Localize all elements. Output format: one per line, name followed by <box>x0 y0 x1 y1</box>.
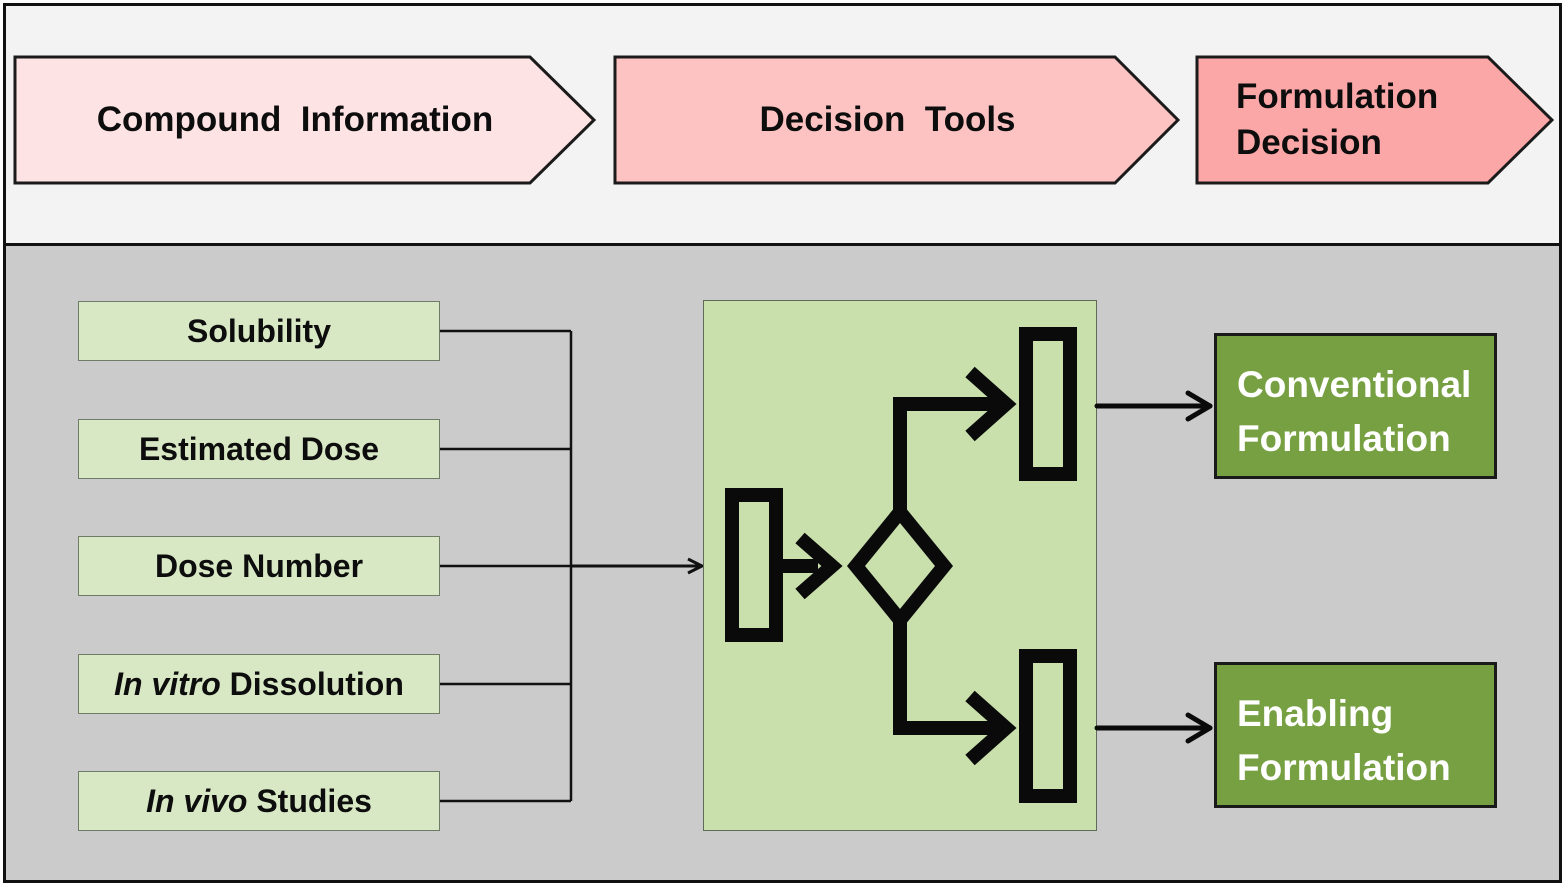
input-label-dose-number: Dose Number <box>79 537 439 595</box>
input-label-part: In vivo <box>146 782 248 819</box>
input-box-in-vitro: In vitro Dissolution <box>78 654 440 714</box>
stage-label-compound: Compound Information <box>96 100 494 139</box>
flowchart-top-block <box>1019 327 1077 481</box>
input-label-part: Dose Number <box>154 547 364 584</box>
flowchart-arrowhead-top <box>965 366 1017 442</box>
connector-to-tools-arrowhead <box>687 557 706 575</box>
output-arrow-conventional-head <box>1185 390 1213 422</box>
input-label-part: Dissolution <box>220 665 404 702</box>
input-label-part: Solubility <box>187 312 331 349</box>
stage-label-tools: Decision Tools <box>759 100 1016 139</box>
input-label-solubility: Solubility <box>79 302 439 360</box>
flowchart-bottom-connector <box>893 620 1006 735</box>
flowchart-bottom-block <box>1019 649 1077 803</box>
stage-arrow-tools <box>613 55 1181 185</box>
output-label-conventional: Conventional Formulation <box>1237 364 1472 459</box>
stage-arrow-decision <box>1195 55 1555 185</box>
input-box-in-vivo: In vivo Studies <box>78 771 440 831</box>
input-label-in-vitro: In vitro Dissolution <box>79 655 439 713</box>
output-label-enabling: Enabling Formulation <box>1237 693 1451 788</box>
output-box-conventional: Conventional Formulation <box>1214 333 1497 479</box>
input-box-estimated-dose: Estimated Dose <box>78 419 440 479</box>
output-arrow-enabling-head <box>1185 712 1213 744</box>
input-label-estimated-dose: Estimated Dose <box>79 420 439 478</box>
input-label-part: Studies <box>247 782 372 819</box>
stage-arrow-compound <box>13 55 597 185</box>
input-label-part: Estimated Dose <box>138 430 380 467</box>
output-box-enabling: Enabling Formulation <box>1214 662 1497 808</box>
input-label-in-vivo: In vivo Studies <box>79 772 439 830</box>
input-box-dose-number: Dose Number <box>78 536 440 596</box>
input-box-solubility: Solubility <box>78 301 440 361</box>
stage-label-decision: Formulation Decision <box>1236 77 1439 162</box>
flowchart-arrowhead-start <box>795 532 843 600</box>
flowchart-arrowhead-bottom <box>965 690 1017 766</box>
flowchart-top-connector <box>893 397 1006 512</box>
input-label-part: In vitro <box>114 665 221 702</box>
